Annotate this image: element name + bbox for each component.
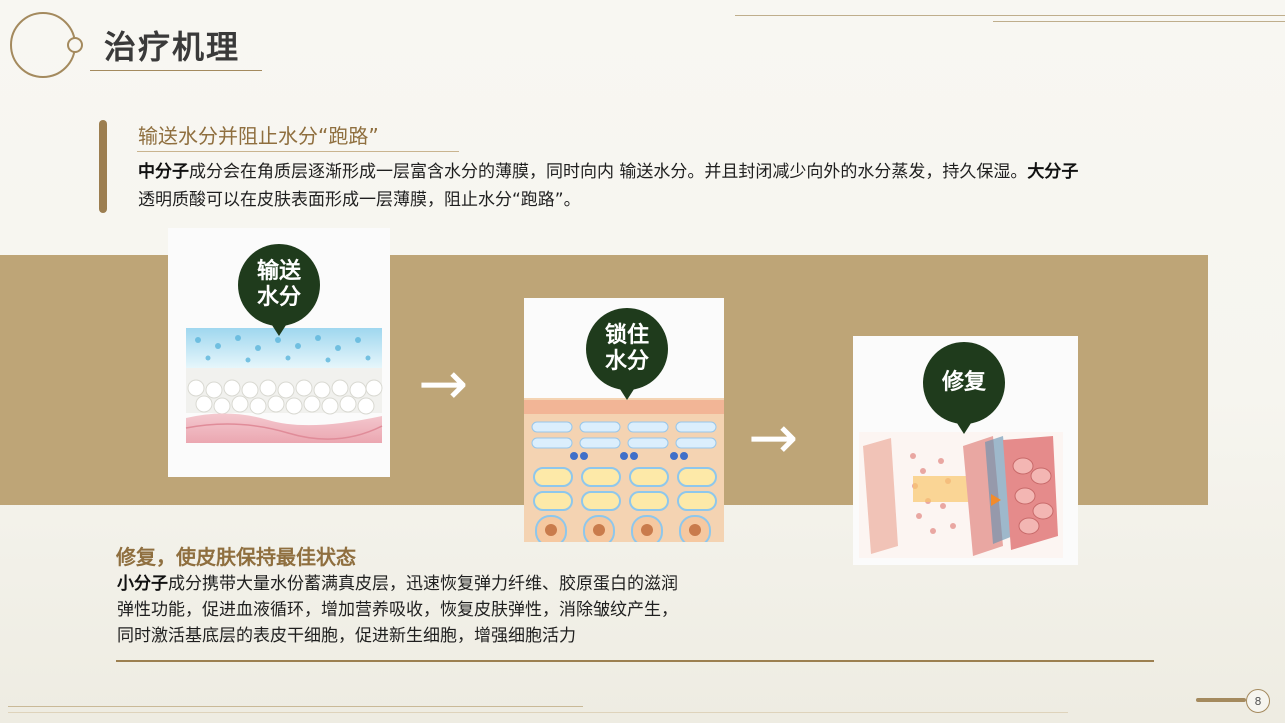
term-large-molecule: 大分子 — [1027, 162, 1079, 182]
skin-layers-illustration-3 — [859, 432, 1063, 558]
section2-subtitle: 修复，使皮肤保持最佳状态 — [116, 545, 356, 569]
term-medium-molecule: 中分子 — [138, 162, 189, 182]
page-number: 8 — [1246, 689, 1270, 713]
section2-bottom-rule — [116, 660, 1154, 662]
step3-line1: 修复 — [941, 370, 986, 395]
section1-paragraph: 中分子成分会在角质层逐渐形成一层富含水分的薄膜，同时向内 输送水分。并且封闭减少… — [138, 158, 1083, 214]
title-underline — [90, 70, 262, 71]
section1-text2: 透明质酸可以在皮肤表面形成一层薄膜，阻止水分“跑路”。 — [138, 190, 581, 210]
logo-dot-icon — [67, 37, 83, 53]
page-title: 治疗机理 — [104, 28, 241, 66]
footer-decor-line-2 — [8, 712, 1068, 713]
step1-line2: 水分 — [256, 285, 301, 310]
skin-layers-illustration-2 — [524, 398, 724, 547]
top-decor-line — [735, 15, 1285, 16]
section2-line1: 小分子成分携带大量水份蓄满真皮层，迅速恢复弹力纤维、胶原蛋白的滋润 — [117, 571, 837, 597]
section1-text1: 成分会在角质层逐渐形成一层富含水分的薄膜，同时向内 输送水分。并且封闭减少向外的… — [189, 162, 1028, 182]
section2-paragraph: 小分子成分携带大量水份蓄满真皮层，迅速恢复弹力纤维、胶原蛋白的滋润 弹性功能，促… — [117, 571, 837, 649]
section2-line1-text: 成分携带大量水份蓄满真皮层，迅速恢复弹力纤维、胶原蛋白的滋润 — [168, 574, 678, 594]
step-bubble-repair: 修复 — [923, 342, 1005, 434]
skin-diagram-deliver: 输送水分 — [168, 228, 390, 477]
step2-line2: 水分 — [604, 349, 649, 374]
step1-line1: 输送 — [256, 259, 301, 284]
section2-line3: 同时激活基底层的表皮干细胞，促进新生细胞，增强细胞活力 — [117, 626, 576, 646]
step-bubble-lock: 锁住水分 — [586, 308, 668, 400]
section2-line2: 弹性功能，促进血液循环，增加营养吸收，恢复皮肤弹性，消除皱纹产生， — [117, 600, 678, 620]
section1-subtitle-underline — [137, 151, 459, 152]
skin-diagram-repair: 修复 — [853, 336, 1078, 565]
section1-subtitle: 输送水分并阻止水分“跑路” — [138, 124, 379, 148]
top-decor-line-2 — [993, 21, 1285, 22]
skin-diagram-lock: 锁住水分 — [524, 298, 724, 547]
page-indicator-bar — [1196, 698, 1246, 702]
section-accent-bar — [99, 120, 107, 213]
step2-line1: 锁住 — [604, 323, 649, 348]
arrow-right-icon: → — [418, 349, 469, 419]
arrow-right-icon-2: → — [748, 403, 799, 473]
step-bubble-deliver: 输送水分 — [238, 244, 320, 336]
term-small-molecule: 小分子 — [117, 574, 168, 594]
footer-decor-line — [8, 706, 583, 707]
